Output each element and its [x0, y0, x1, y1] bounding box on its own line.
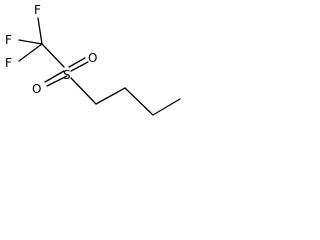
bond-c3-c4 [152, 98, 181, 116]
atom-f-top: F [34, 3, 41, 17]
bond-s-o-right-b [70, 61, 89, 72]
bond-c-f-bottom [18, 43, 43, 62]
bond-c2-c3 [124, 87, 154, 116]
atom-f-left: F [5, 33, 12, 47]
atom-labels: F F F S O O [5, 3, 97, 96]
bond-s-o-left-a [44, 70, 65, 83]
bond-c-f-left [18, 39, 43, 45]
atom-s: S [63, 68, 71, 82]
bond-c1-c2 [95, 87, 126, 105]
atom-f-bottom: F [5, 56, 12, 70]
chemical-structure-diagram: F F F S O O [5, 3, 181, 116]
atom-o-left: O [32, 82, 41, 96]
bonds [18, 17, 181, 116]
bond-c-f-top [37, 17, 43, 45]
bond-s-c1 [70, 77, 97, 105]
bond-c-s [41, 43, 65, 68]
atom-o-right: O [88, 51, 97, 65]
bond-s-o-right-a [68, 57, 86, 68]
bond-s-o-left-b [46, 75, 68, 87]
